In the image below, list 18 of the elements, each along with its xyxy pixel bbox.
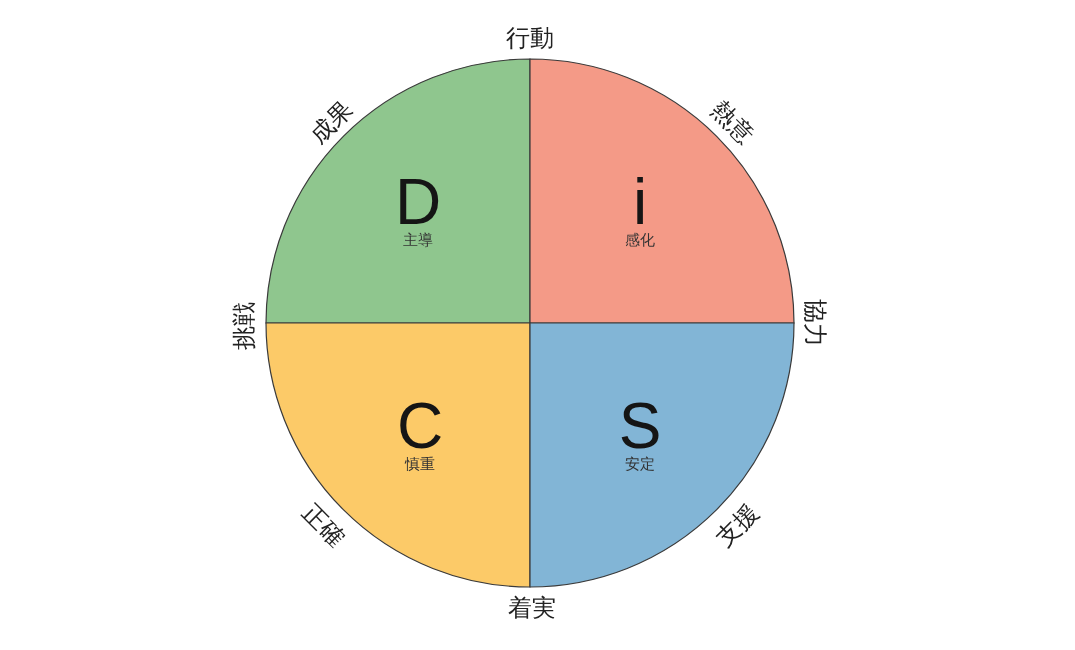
- quadrant-segment: [266, 323, 530, 587]
- quadrant-segment: [530, 59, 794, 323]
- style-label: 安定: [625, 456, 655, 473]
- trait-label: 行動: [506, 24, 554, 52]
- trait-label: 成果: [304, 95, 358, 149]
- trait-label: 熱意: [706, 95, 760, 149]
- trait-label: 着実: [508, 594, 556, 622]
- style-letter: i: [632, 170, 648, 234]
- trait-label: 正確: [297, 498, 351, 552]
- style-label: 感化: [625, 232, 655, 249]
- style-letter: D: [394, 170, 442, 234]
- style-label: 主導: [403, 232, 433, 249]
- quadrant-segment: [266, 59, 530, 323]
- style-label: 慎重: [405, 456, 435, 473]
- trait-label: 挑戦: [230, 302, 258, 350]
- trait-label: 支援: [710, 498, 764, 552]
- quadrant-segment: [530, 323, 794, 587]
- trait-label: 協力: [801, 299, 829, 347]
